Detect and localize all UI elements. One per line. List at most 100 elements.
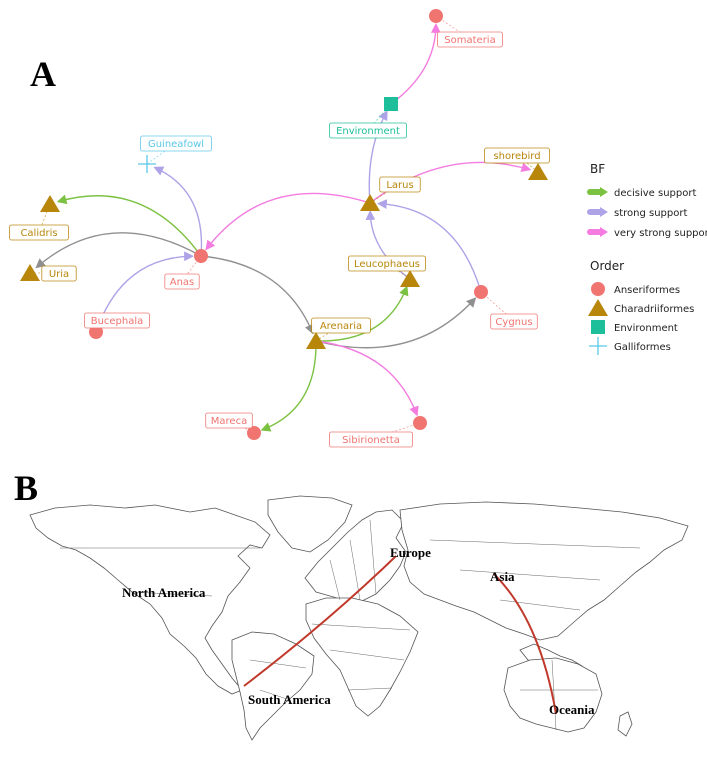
country-borders	[60, 519, 641, 731]
edge-arenaria-to-leucophaeus	[315, 285, 409, 342]
node-label: shorebird	[493, 151, 540, 162]
node-marker-charadriiformes	[40, 195, 60, 212]
node-label-box	[164, 273, 200, 290]
south-america-landmass	[231, 631, 315, 741]
legend-order-swatch	[591, 320, 605, 334]
legend-order-label: Charadriiformes	[614, 304, 694, 315]
legend-order-swatch	[589, 337, 607, 355]
node-anas: Anas	[164, 249, 208, 290]
node-label-box	[41, 265, 77, 282]
node-label-box	[9, 224, 69, 241]
edge-environment-to-somateria	[390, 23, 441, 105]
node-label: Leucophaeus	[354, 259, 420, 270]
edge-anas-to-guineafowl	[153, 166, 203, 257]
legend-bf-label: very strong support	[614, 228, 707, 239]
node-label: Sibirionetta	[342, 435, 400, 446]
node-environment: Environment	[329, 97, 407, 139]
node-marker-anseriformes	[194, 249, 208, 263]
edge-leucophaeus-to-larus	[365, 210, 411, 280]
node-marker-anseriformes	[89, 325, 103, 339]
node-label: Arenaria	[320, 321, 362, 332]
edge-anas-to-arenaria	[200, 255, 315, 335]
node-marker-charadriiformes	[528, 163, 548, 180]
node-marker-charadriiformes	[400, 270, 420, 287]
node-marker-anseriformes	[474, 285, 488, 299]
node-label: Mareca	[211, 416, 247, 427]
route-south-america-to-europe	[243, 555, 397, 687]
edge-arenaria-to-mareca	[260, 340, 317, 432]
label-leader-line	[370, 422, 421, 440]
node-calidris: Calidris	[9, 195, 69, 241]
routes-layer	[243, 555, 557, 715]
new-zealand-landmass	[617, 711, 633, 737]
node-label-box	[84, 312, 150, 329]
node-label: Environment	[336, 126, 400, 137]
node-label: Larus	[386, 180, 413, 191]
label-south-america: South America	[248, 692, 331, 707]
node-label: Cygnus	[495, 317, 532, 328]
node-marker-environment	[384, 97, 398, 111]
route-asia-to-oceania	[493, 573, 557, 715]
node-label-box	[205, 412, 253, 429]
legend-order-label: Anseriformes	[614, 285, 680, 296]
node-label: Somateria	[444, 35, 495, 46]
node-label: Guineafowl	[148, 139, 204, 150]
label-leader-line	[386, 262, 411, 280]
label-oceania: Oceania	[549, 702, 595, 717]
legend: BF decisive support strong support very st…	[587, 162, 707, 355]
node-label: Bucephala	[91, 316, 144, 327]
edges-layer	[35, 23, 532, 432]
node-cygnus: Cygnus	[474, 285, 538, 330]
node-marker-charadriiformes	[360, 194, 380, 211]
node-label: Anas	[170, 277, 195, 288]
edge-arenaria-to-sibirionetta	[315, 340, 419, 417]
node-label-box	[379, 176, 421, 193]
node-marker-charadriiformes	[20, 264, 40, 281]
node-somateria: Somateria	[429, 9, 503, 48]
node-label-box	[311, 317, 371, 334]
node-bucephala: Bucephala	[84, 312, 150, 339]
legend-order-swatch	[588, 299, 608, 316]
panel-b-map: B	[14, 468, 689, 741]
node-guineafowl: Guineafowl	[138, 135, 212, 173]
edge-anas-to-uria	[35, 232, 202, 269]
legend-bf-arrowhead	[600, 207, 608, 217]
legend-bf-title: BF	[590, 162, 605, 176]
panel-a-letter: A	[30, 54, 56, 94]
node-arenaria: Arenaria	[306, 317, 371, 349]
edge-anas-to-calidris	[56, 194, 202, 257]
node-uria: Uria	[20, 264, 77, 282]
node-mareca: Mareca	[205, 412, 261, 440]
node-shorebird: shorebird	[484, 147, 550, 180]
node-marker-galliformes	[138, 155, 156, 173]
label-north-america: North America	[122, 585, 206, 600]
node-label: Uria	[49, 269, 69, 280]
node-marker-anseriformes	[247, 426, 261, 440]
legend-bf-label: decisive support	[614, 188, 696, 199]
node-marker-anseriformes	[413, 416, 427, 430]
north-america-landmass	[29, 504, 271, 695]
label-asia: Asia	[490, 569, 515, 584]
asia-landmass	[399, 501, 689, 641]
node-larus: Larus	[360, 176, 421, 211]
node-sibirionetta: Sibirionetta	[328, 416, 427, 448]
node-label-box	[484, 147, 550, 164]
legend-order-swatch	[591, 282, 605, 296]
node-label-box	[348, 255, 426, 272]
node-label-box	[329, 122, 407, 139]
africa-landmass	[305, 597, 419, 717]
node-label-box	[437, 31, 503, 48]
node-leucophaeus: Leucophaeus	[348, 255, 426, 287]
greenland-landmass	[267, 495, 353, 553]
edge-larus-to-environment	[368, 110, 388, 204]
legend-bf-label: strong support	[614, 208, 687, 219]
node-label-box	[140, 135, 212, 152]
legend-bf-arrowhead	[600, 227, 608, 237]
label-europe: Europe	[390, 545, 431, 560]
node-label: Calidris	[20, 228, 57, 239]
edge-cygnus-to-larus	[377, 199, 482, 293]
node-label-box	[490, 313, 538, 330]
node-label-box	[328, 431, 413, 448]
legend-order-label: Galliformes	[614, 342, 671, 353]
